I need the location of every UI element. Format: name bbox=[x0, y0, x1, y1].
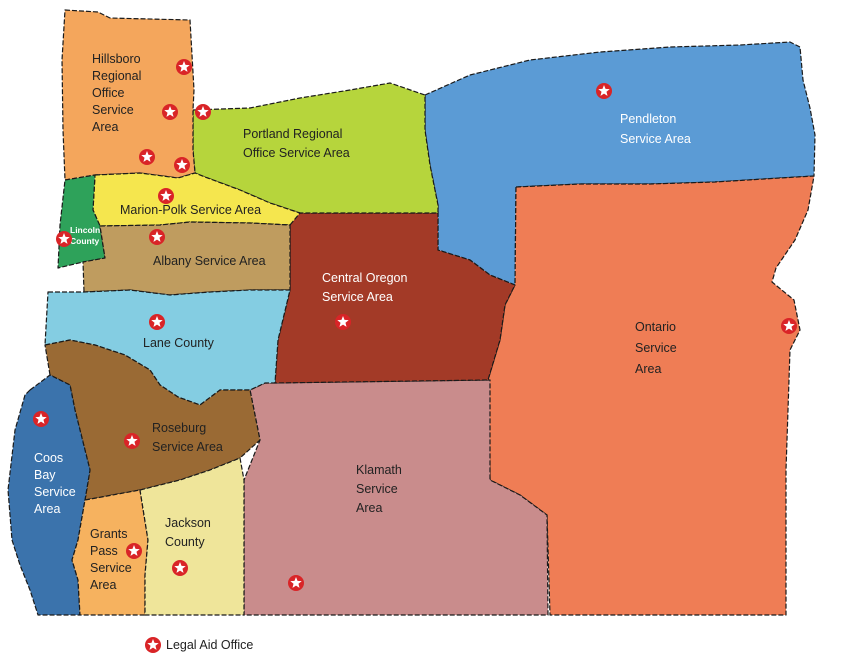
marker-star bbox=[151, 231, 163, 242]
marker-star bbox=[783, 320, 795, 331]
office-marker-portland-2[interactable] bbox=[174, 157, 190, 173]
office-marker-albany[interactable] bbox=[149, 229, 165, 245]
office-marker-hillsboro-3[interactable] bbox=[139, 149, 155, 165]
marker-star bbox=[151, 316, 163, 327]
label-line: Service Area bbox=[322, 290, 393, 304]
label-line: Area bbox=[635, 362, 661, 376]
marker-star bbox=[290, 577, 302, 588]
region-klamath[interactable] bbox=[243, 379, 549, 616]
label-marion-polk: Marion-Polk Service Area bbox=[120, 203, 261, 217]
label-line: Lane County bbox=[143, 336, 215, 350]
label-line: Klamath bbox=[356, 463, 402, 477]
label-line: Area bbox=[90, 578, 116, 592]
marker-star bbox=[164, 106, 176, 117]
label-line: Regional bbox=[92, 69, 141, 83]
marker-star bbox=[141, 151, 153, 162]
label-line: Service bbox=[635, 341, 677, 355]
region-ontario[interactable] bbox=[487, 175, 815, 616]
legend-label: Legal Aid Office bbox=[166, 638, 254, 652]
label-line: Office Service Area bbox=[243, 146, 350, 160]
label-line: Area bbox=[34, 502, 60, 516]
office-marker-pendleton[interactable] bbox=[596, 83, 612, 99]
label-line: Jackson bbox=[165, 516, 211, 530]
marker-star bbox=[174, 562, 186, 573]
label-line: County bbox=[165, 535, 205, 549]
label-line: Area bbox=[92, 120, 118, 134]
label-line: Service bbox=[34, 485, 76, 499]
marker-star bbox=[35, 413, 47, 424]
office-marker-roseburg[interactable] bbox=[124, 433, 140, 449]
office-marker-hillsboro-2[interactable] bbox=[162, 104, 178, 120]
label-line: Service Area bbox=[152, 440, 223, 454]
marker-star bbox=[178, 61, 190, 72]
office-marker-marion-polk[interactable] bbox=[158, 188, 174, 204]
marker-star bbox=[337, 316, 349, 327]
label-line: Hillsboro bbox=[92, 52, 141, 66]
label-lane: Lane County bbox=[143, 336, 215, 350]
label-line: Central Oregon bbox=[322, 271, 408, 285]
marker-star bbox=[160, 190, 172, 201]
office-marker-jackson[interactable] bbox=[172, 560, 188, 576]
label-line: Office bbox=[92, 86, 124, 100]
star-marker-icon bbox=[145, 637, 161, 653]
label-line: Service bbox=[356, 482, 398, 496]
region-jackson[interactable] bbox=[139, 457, 245, 616]
label-line: Grants bbox=[90, 527, 128, 541]
region-lane[interactable] bbox=[44, 289, 291, 406]
office-marker-lincoln[interactable] bbox=[56, 231, 72, 247]
region-coos-bay[interactable] bbox=[7, 374, 91, 616]
office-marker-portland-1[interactable] bbox=[195, 104, 211, 120]
office-marker-central-oregon[interactable] bbox=[335, 314, 351, 330]
label-line: Area bbox=[356, 501, 382, 515]
label-line: Lincoln bbox=[70, 225, 100, 235]
map-legend: Legal Aid Office bbox=[144, 636, 253, 654]
office-marker-ontario[interactable] bbox=[781, 318, 797, 334]
marker-star bbox=[147, 639, 159, 650]
office-marker-lane[interactable] bbox=[149, 314, 165, 330]
marker-star bbox=[128, 545, 140, 556]
marker-star bbox=[176, 159, 188, 170]
label-line: Ontario bbox=[635, 320, 676, 334]
marker-star bbox=[126, 435, 138, 446]
label-line: County bbox=[70, 236, 100, 246]
label-line: Roseburg bbox=[152, 421, 206, 435]
label-line: Albany Service Area bbox=[153, 254, 266, 268]
office-marker-hillsboro-1[interactable] bbox=[176, 59, 192, 75]
region-hillsboro[interactable] bbox=[61, 9, 196, 181]
label-line: Bay bbox=[34, 468, 56, 482]
marker-star bbox=[197, 106, 209, 117]
label-line: Pendleton bbox=[620, 112, 676, 126]
office-marker-klamath[interactable] bbox=[288, 575, 304, 591]
label-line: Service bbox=[92, 103, 134, 117]
label-line: Marion-Polk Service Area bbox=[120, 203, 261, 217]
label-albany: Albany Service Area bbox=[153, 254, 266, 268]
office-marker-coos-bay[interactable] bbox=[33, 411, 49, 427]
label-line: Pass bbox=[90, 544, 118, 558]
marker-star bbox=[58, 233, 70, 244]
label-line: Portland Regional bbox=[243, 127, 342, 141]
label-line: Service bbox=[90, 561, 132, 575]
marker-star bbox=[598, 85, 610, 96]
label-line: Coos bbox=[34, 451, 63, 465]
label-line: Service Area bbox=[620, 132, 691, 146]
office-marker-grants-pass[interactable] bbox=[126, 543, 142, 559]
